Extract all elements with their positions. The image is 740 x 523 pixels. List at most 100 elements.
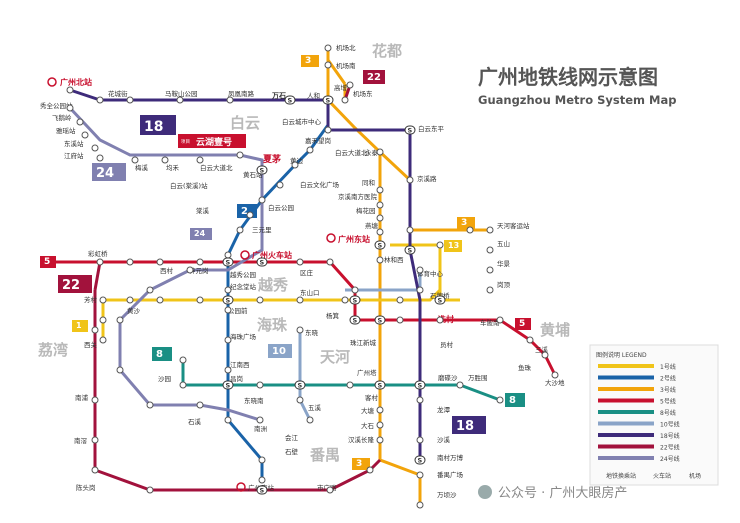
station-gangding: 岗顶 [497,281,511,289]
station-longtan: 龙潭 [437,405,451,414]
hub-gz-east: 广州东站 [326,233,370,244]
svg-text:S: S [438,297,443,305]
station-baiyungongyuan: 白云公园 [268,203,294,212]
station-dot [486,286,494,294]
interchange-icon: S [434,295,446,305]
station-huangbian: 黄边 [290,156,304,165]
station-dot [396,316,404,324]
station-dot [406,226,414,234]
line-22-upper [93,261,102,291]
station-kecun: 客村 [365,393,379,402]
station-dot [466,226,474,234]
interchange-icon: S [222,295,234,305]
station-chenjiaxiao: 陈头岗 [76,483,96,492]
station-dongjiao: 东晓南 [244,396,264,405]
station-dot [226,96,234,104]
station-yuexiugongyuan: 越秀公园 [230,270,256,279]
station-dot [324,126,332,134]
station-shahe: 沙园 [158,375,171,383]
svg-text:S: S [353,317,358,325]
svg-text:8: 8 [509,395,516,406]
station-dot [66,104,74,112]
station-dot [91,326,99,334]
legend-footer-1: 地铁换乘站 [606,472,636,480]
map-title-cn: 广州地铁线网示意图 [478,65,658,89]
interchange-icon: S [349,295,361,305]
station-dot [256,416,264,424]
station-baiyundongping: 白云东平 [418,124,445,133]
station-zhujiangxincheng: 珠江新城 [350,338,377,347]
legend-item: 8号线 [598,409,676,417]
station-dot [66,86,74,94]
svg-text:18: 18 [144,119,163,135]
station-dot [224,336,232,344]
project-label: 云湖壹号 [196,136,232,148]
station-dot [376,228,384,236]
svg-text:S: S [378,242,383,250]
map-title-en: Guangzhou Metro System Map [478,93,676,107]
station-dot [131,156,139,164]
station-huangsha: 黄沙 [127,306,141,315]
svg-text:S: S [418,382,423,390]
district-liwan: 荔湾 [38,341,68,359]
line-badge-1: 1 [72,320,88,332]
line-24 [68,106,264,422]
station-dot [396,296,404,304]
station-xiguan: 西关 [84,340,98,349]
station-dot [376,148,384,156]
station-dot [376,256,384,264]
station-dot [146,401,154,409]
legend-title: 图例说明 LEGEND [596,351,647,359]
station-renhe: 人和 [307,91,320,100]
interchange-icon: S [404,125,416,135]
line-badge-22: 22 [58,275,92,293]
station-dot [258,196,266,204]
svg-text:2号线: 2号线 [660,375,676,383]
station-dot [99,316,107,324]
station-dot [306,146,314,154]
station-yongtai: 永泰 [365,148,379,157]
hub-xiancun: 冼村 [438,314,454,324]
svg-text:S: S [378,382,383,390]
hub-wanli: 万石 [271,92,286,100]
station-dot [376,436,384,444]
svg-text:S: S [260,487,265,495]
station-dot [526,336,534,344]
station-dot [416,471,424,479]
line-badge-18: 18 [140,115,176,135]
station-dot [541,351,549,359]
station-dot [146,286,154,294]
project-tag: 项目 [181,139,190,145]
svg-text:S: S [226,259,231,267]
station-nanpu: 南浦 [75,393,89,402]
station-dot [96,258,104,266]
station-labels: 秀全公园站 飞鹅岭 雅瑶站 东溪站 江府站 花城街 马鞍山公园 凤凰南路 人和 … [40,43,565,499]
station-panyuguangchang: 番禺广场 [437,470,464,479]
station-dot [258,456,266,464]
legend-item: 18号线 [598,432,680,440]
hub-gz-rail: 广州火车站 [240,250,292,260]
line-badge-22: 22 [363,70,385,84]
station-dongxiao: 东晓 [305,328,319,337]
svg-text:18: 18 [456,419,474,434]
station-linhexi: 林和西 [384,255,404,264]
station-dot [496,396,504,404]
station-dot [156,296,164,304]
svg-text:24: 24 [194,229,206,238]
svg-text:5: 5 [519,319,525,329]
station-dot [224,366,232,374]
svg-text:广州北站: 广州北站 [60,77,92,87]
station-dot [276,181,284,189]
hub-gz-north: 广州北站 [47,77,92,87]
station-dot [91,466,99,474]
station-dot [99,296,107,304]
station-jichangdong: 机场东 [353,89,373,98]
line-badge-24: 24 [190,228,212,240]
svg-text:5号线: 5号线 [660,398,676,406]
station-dot [416,436,424,444]
district-huadu: 花都 [372,42,402,60]
line-5 [50,260,557,376]
station-jiangfu: 江府站 [64,151,84,160]
legend-item: 10号线 [598,421,680,429]
